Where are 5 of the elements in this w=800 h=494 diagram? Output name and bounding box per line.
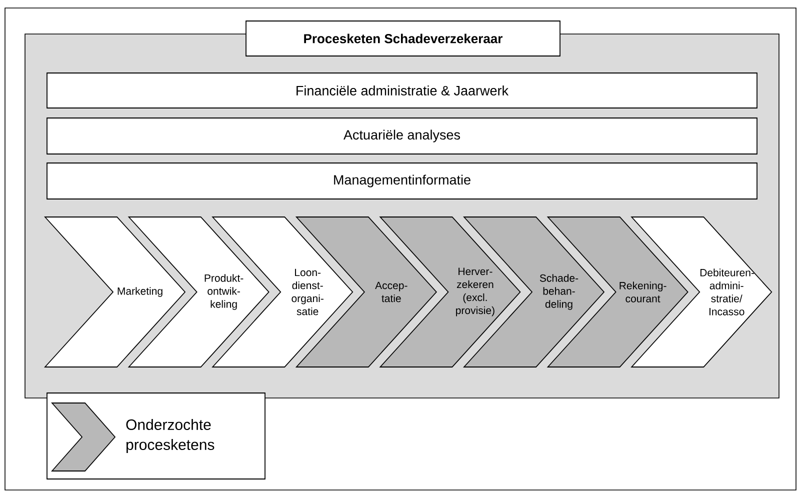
function-bar: Actuariële analyses bbox=[46, 118, 758, 154]
process-step: Marketing bbox=[44, 216, 186, 368]
function-bar: Managementinformatie bbox=[46, 162, 758, 200]
function-bar: Financiële administratie & Jaarwerk bbox=[46, 72, 758, 108]
legend-text: Onderzochte procesketens bbox=[126, 419, 214, 453]
